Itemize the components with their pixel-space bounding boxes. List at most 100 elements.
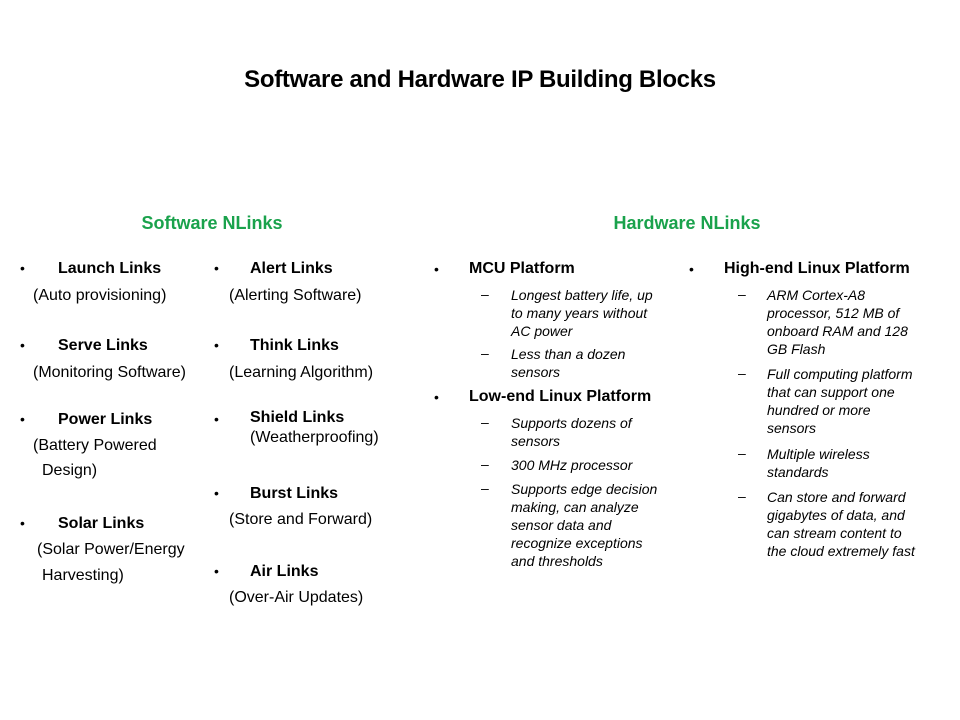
- dash-icon: –: [738, 365, 746, 381]
- hw-item-highend: High-end Linux Platform: [724, 260, 910, 277]
- item-desc: (Weatherproofing): [250, 429, 379, 446]
- point-line: sensors: [511, 433, 561, 449]
- sw-item-burst: Burst Links: [250, 482, 338, 506]
- hw-item-lowend: Low-end Linux Platform: [469, 388, 652, 405]
- point-line: making, can analyze: [511, 499, 639, 515]
- point-line: onboard RAM and 128: [767, 323, 908, 339]
- dash-icon: –: [481, 414, 489, 430]
- item-name: Solar Links: [58, 515, 145, 532]
- item-desc: (Battery Powered: [33, 437, 157, 454]
- item-desc: (Store and Forward): [229, 511, 373, 528]
- sw-desc: (Learning Algorithm): [229, 361, 373, 385]
- dash-icon: –: [738, 445, 746, 461]
- sw-desc: (Battery Powered: [33, 434, 157, 458]
- item-desc: (Alerting Software): [229, 287, 362, 304]
- point-line: GB Flash: [767, 341, 826, 357]
- sw-item-launch: Launch Links: [58, 257, 161, 281]
- point-line: sensors: [767, 420, 817, 436]
- point-line: hundred or more: [767, 402, 871, 418]
- point-line: Longest battery life, up: [511, 287, 653, 303]
- sw-item-think: Think Links: [250, 334, 339, 358]
- dash-icon: –: [481, 480, 489, 496]
- item-desc: (Auto provisioning): [33, 287, 167, 304]
- item-name: Alert Links: [250, 260, 333, 277]
- bullet-icon: •: [434, 389, 439, 405]
- point-line: Less than a dozen: [511, 346, 626, 362]
- sw-desc: Harvesting): [42, 564, 124, 588]
- point-line: gigabytes of data, and: [767, 507, 905, 523]
- bullet-icon: •: [434, 261, 439, 277]
- bullet-icon: •: [689, 261, 694, 277]
- dash-icon: –: [738, 286, 746, 302]
- sw-desc: (Solar Power/Energy: [37, 538, 185, 562]
- bullet-icon: •: [214, 411, 219, 427]
- hw-point: ARM Cortex-A8 processor, 512 MB of onboa…: [767, 286, 908, 358]
- item-desc: (Monitoring Software): [33, 364, 186, 381]
- bullet-icon: •: [214, 485, 219, 501]
- point-line: Supports dozens of: [511, 415, 632, 431]
- sw-item-solar: Solar Links: [58, 512, 144, 536]
- dash-icon: –: [481, 345, 489, 361]
- hw-point: Multiple wireless standards: [767, 445, 870, 481]
- item-desc: (Learning Algorithm): [229, 364, 374, 381]
- sw-desc: (Auto provisioning): [33, 284, 166, 308]
- bullet-icon: •: [20, 260, 25, 276]
- point-line: that can support one: [767, 384, 895, 400]
- point-line: recognize exceptions: [511, 535, 643, 551]
- hw-point: Supports edge decision making, can analy…: [511, 480, 657, 570]
- hw-point: Longest battery life, up to many years w…: [511, 286, 653, 340]
- hw-point: 300 MHz processor: [511, 456, 632, 474]
- point-line: Multiple wireless: [767, 446, 870, 462]
- software-heading: Software NLinks: [141, 213, 283, 233]
- bullet-icon: •: [20, 337, 25, 353]
- sw-item-shield: Shield Links (Weatherproofing): [250, 408, 379, 448]
- point-line: can stream content to: [767, 525, 902, 541]
- point-line: to many years without: [511, 305, 648, 321]
- hw-point: Supports dozens of sensors: [511, 414, 632, 450]
- hw-item-mcu: MCU Platform: [469, 260, 575, 277]
- item-desc: Harvesting): [42, 567, 124, 584]
- item-name: Shield Links: [250, 409, 345, 426]
- item-name: Burst Links: [250, 485, 339, 502]
- bullet-icon: •: [20, 515, 25, 531]
- hardware-heading: Hardware NLinks: [613, 213, 761, 233]
- sw-item-air: Air Links: [250, 560, 318, 584]
- hw-point: Can store and forward gigabytes of data,…: [767, 488, 915, 560]
- sw-desc: Design): [42, 459, 97, 483]
- sw-item-serve: Serve Links: [58, 334, 148, 358]
- point-line: Full computing platform: [767, 366, 913, 382]
- point-line: and thresholds: [511, 553, 603, 569]
- point-line: processor, 512 MB of: [767, 305, 900, 321]
- item-name: Air Links: [250, 563, 319, 580]
- item-name: Power Links: [58, 411, 153, 428]
- slide-title: Software and Hardware IP Building Blocks: [244, 66, 716, 93]
- dash-icon: –: [738, 488, 746, 504]
- bullet-icon: •: [214, 337, 219, 353]
- sw-item-alert: Alert Links: [250, 257, 333, 281]
- hw-point: Less than a dozen sensors: [511, 345, 625, 381]
- point-line: AC power: [511, 323, 573, 339]
- sw-desc: (Monitoring Software): [33, 361, 186, 385]
- item-desc: Design): [42, 462, 98, 479]
- bullet-icon: •: [20, 411, 25, 427]
- bullet-icon: •: [214, 563, 219, 579]
- point-line: 300 MHz processor: [511, 457, 633, 473]
- item-desc: (Over-Air Updates): [229, 589, 364, 606]
- sw-desc: (Over-Air Updates): [229, 586, 363, 610]
- point-line: Can store and forward: [767, 489, 906, 505]
- bullet-icon: •: [214, 260, 219, 276]
- hw-point: Full computing platform that can support…: [767, 365, 913, 437]
- item-desc: (Solar Power/Energy: [37, 541, 185, 558]
- dash-icon: –: [481, 456, 489, 472]
- point-line: sensors: [511, 364, 561, 380]
- sw-desc: (Store and Forward): [229, 508, 372, 532]
- item-name: Launch Links: [58, 260, 162, 277]
- point-line: Supports edge decision: [511, 481, 658, 497]
- dash-icon: –: [481, 286, 489, 302]
- sw-desc: (Alerting Software): [229, 284, 362, 308]
- point-line: the cloud extremely fast: [767, 543, 915, 559]
- point-line: sensor data and: [511, 517, 612, 533]
- sw-item-power: Power Links: [58, 408, 152, 432]
- point-line: standards: [767, 464, 829, 480]
